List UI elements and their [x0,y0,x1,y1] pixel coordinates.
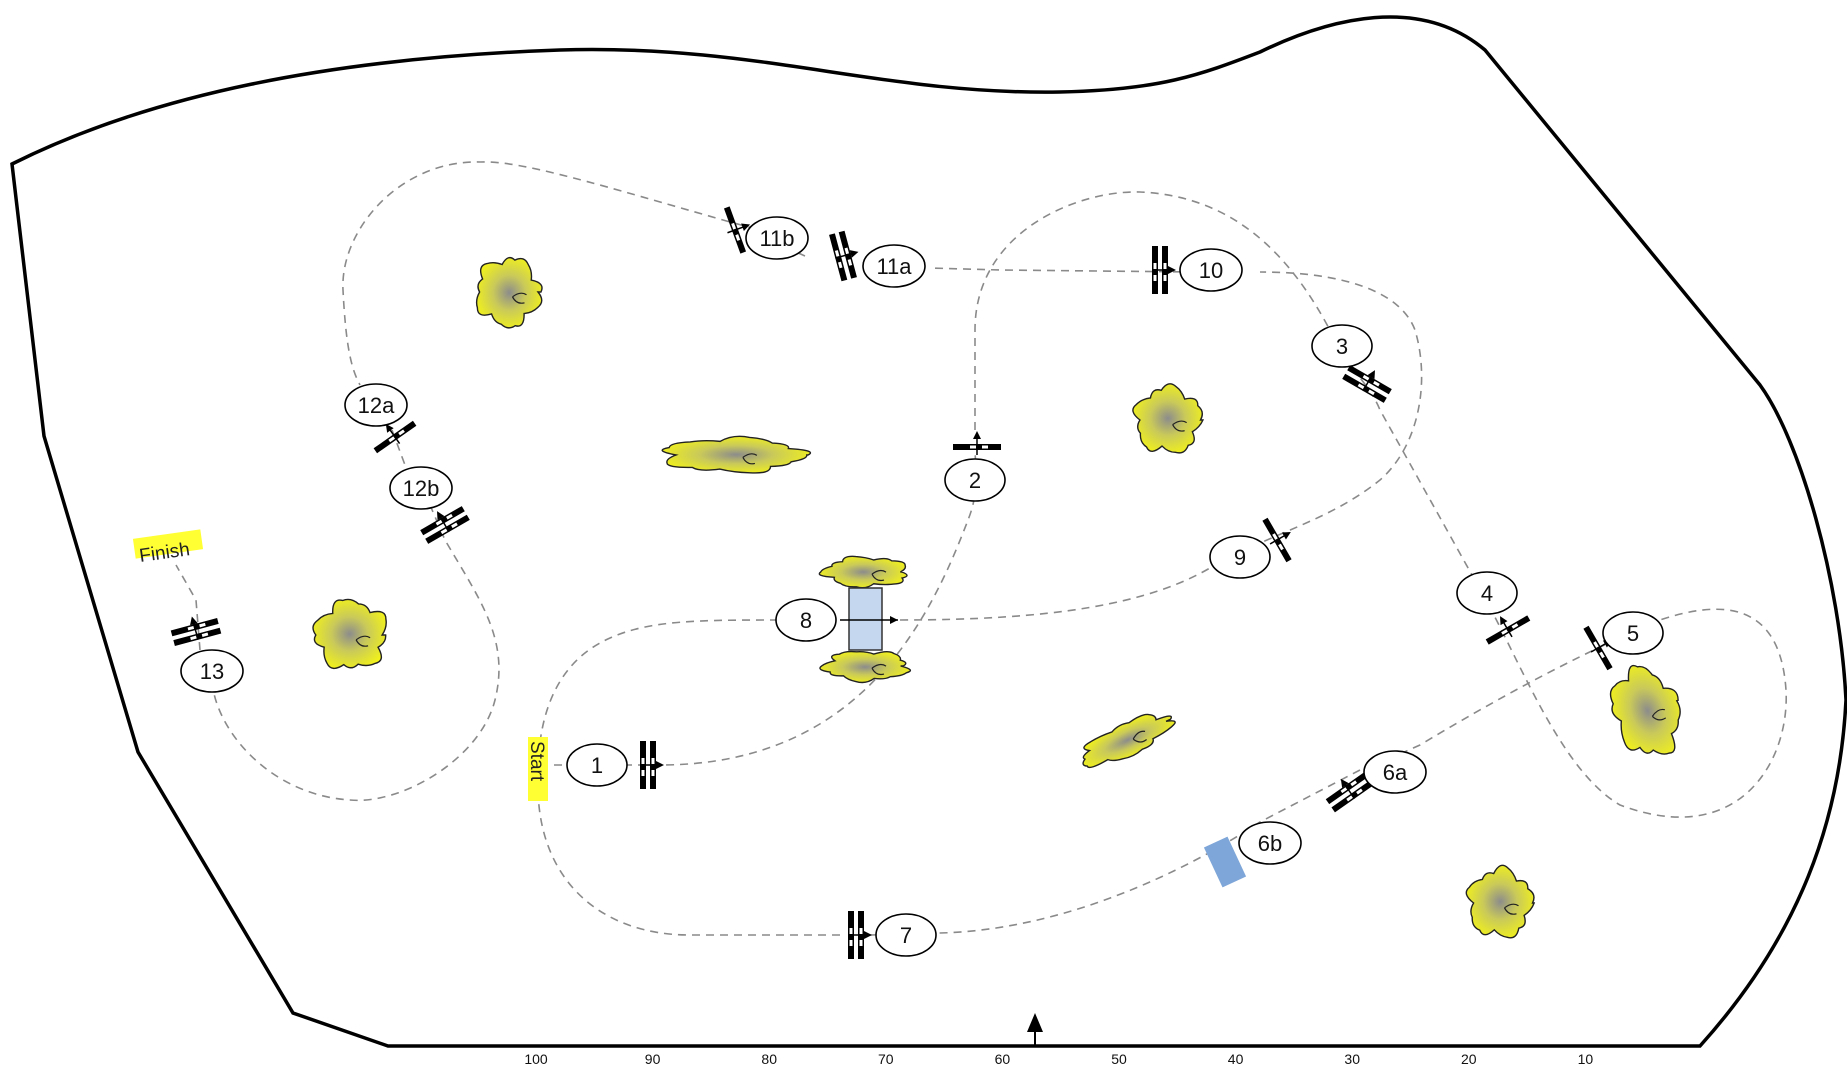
obstacle-label-bubble [862,244,926,288]
obstacle-label-5: 5 [1602,611,1664,655]
fence-0 [640,741,664,789]
shrub-0 [475,256,543,329]
obstacle-label-bubble [745,216,809,260]
fence-2 [1342,365,1392,403]
shrub-3 [312,598,387,670]
obstacle-number: 3 [1336,334,1348,359]
obstacle-label-7: 7 [875,913,937,957]
fence-11 [373,420,417,454]
obstacle-label-10: 10 [1179,248,1243,292]
scale-tick-label: 20 [1461,1051,1477,1067]
shrub-5 [819,650,912,684]
water-jump [1203,836,1247,888]
obstacle-label-bubble [1238,821,1302,865]
obstacle-label-bubble [775,598,837,642]
obstacle-number: 10 [1199,258,1223,283]
shrub-decorations [312,256,1681,939]
obstacle-number: 6a [1383,760,1408,785]
scale-tick-label: 60 [995,1051,1011,1067]
obstacle-label-13: 13 [180,649,244,693]
obstacle-number: 12a [358,393,395,418]
obstacle-number: 2 [969,468,981,493]
obstacle-label-bubble [180,649,244,693]
obstacle-label-12b: 12b [389,466,453,510]
arena-boundary [10,15,1847,1048]
obstacle-label-9: 9 [1209,535,1271,579]
fence-1 [953,431,1001,455]
obstacle-number: 7 [900,923,912,948]
scale-tick-label: 80 [761,1051,777,1067]
fences [170,206,1613,959]
obstacle-label-bubble [344,383,408,427]
start-label-group: Start [526,737,548,801]
scale-tick-label: 70 [878,1051,894,1067]
obstacle-label-bubble [1179,248,1243,292]
obstacle-label-8: 8 [775,598,837,642]
fence-7 [1262,517,1292,563]
obstacle-number: 12b [403,476,440,501]
shrub-7 [1609,664,1681,755]
obstacle-label-bubble [1602,611,1664,655]
scale-tick-label: 40 [1228,1051,1244,1067]
obstacle-8-box [840,587,898,651]
obstacle-number: 11a [876,254,912,279]
obstacle-label-3: 3 [1311,324,1373,368]
obstacle-number: 5 [1627,621,1639,646]
obstacle-label-6b: 6b [1238,821,1302,865]
obstacle-label-bubble [875,913,937,957]
fence-12 [420,506,470,544]
scale-tick-label: 30 [1344,1051,1360,1067]
obstacle-label-bubble [389,466,453,510]
north-arrow-icon [1027,1013,1043,1046]
finish-label-group: Finish [132,529,204,567]
obstacle-label-bubble [1311,324,1373,368]
obstacle-label-1: 1 [566,743,628,787]
shrub-8 [1465,864,1536,939]
fence-13 [170,616,222,646]
scale-tick-label: 100 [524,1051,548,1067]
scale-tick-label: 10 [1578,1051,1594,1067]
shrub-1 [661,435,812,474]
obstacle-label-6a: 6a [1363,750,1427,794]
start-label: Start [526,741,547,782]
obstacle-label-bubble [1363,750,1427,794]
obstacle-number: 13 [200,659,224,684]
obstacle-number: 4 [1481,581,1493,606]
obstacle-label-11a: 11a [862,244,926,288]
shrub-2 [1132,383,1205,454]
fence-5 [1325,771,1375,813]
obstacle-label-4: 4 [1456,571,1518,615]
obstacle-label-bubble [566,743,628,787]
obstacle-label-bubble [944,458,1006,502]
fence-10 [723,206,751,254]
riding-path [175,161,1787,936]
fence-6 [848,911,872,959]
obstacle-number: 9 [1234,545,1246,570]
obstacle-number: 1 [591,753,603,778]
obstacle-label-bubble [1209,535,1271,579]
shrub-6 [1082,713,1176,769]
obstacle-label-11b: 11b [745,216,809,260]
scale-tick-label: 90 [645,1051,661,1067]
obstacle-number: 6b [1258,831,1282,856]
obstacle-label-2: 2 [944,458,1006,502]
distance-scale: 100 90 80 70 60 50 40 30 20 10 [524,1051,1593,1067]
fence-8 [1152,246,1176,294]
obstacle-labels: 1 2 3 4 5 6a 6b 7 8 9 10 11a 11b 12a 12b 13 [180,216,1664,957]
shrub-4 [818,555,908,589]
obstacle-label-bubble [1456,571,1518,615]
fence-3 [1485,615,1531,645]
scale-tick-label: 50 [1111,1051,1127,1067]
obstacle-label-12a: 12a [344,383,408,427]
obstacle-number: 8 [800,608,812,633]
obstacle-number: 11b [759,226,794,251]
fence-9 [829,230,859,282]
